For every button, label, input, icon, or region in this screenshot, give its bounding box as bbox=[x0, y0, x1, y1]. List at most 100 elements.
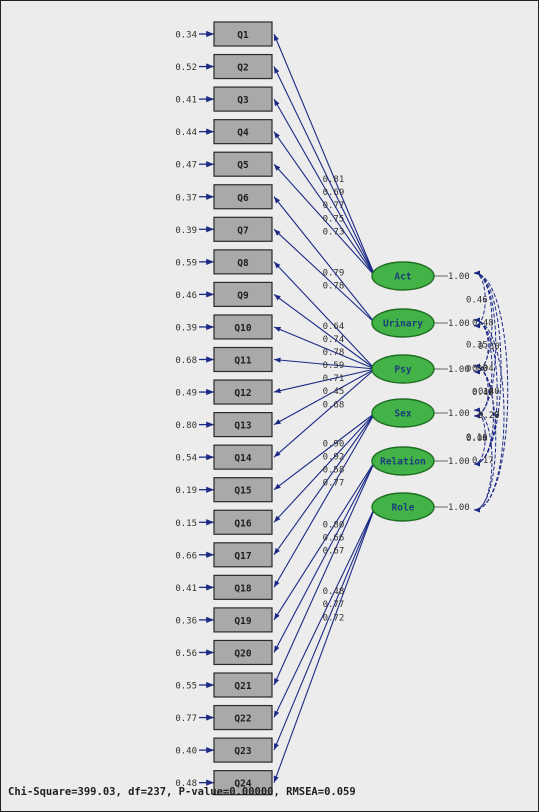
correlation-label: 0.08 bbox=[466, 434, 488, 444]
loading-label: 0.71 bbox=[323, 374, 345, 384]
item-label: Q2 bbox=[237, 63, 248, 74]
item-box bbox=[213, 737, 273, 763]
item-box bbox=[213, 477, 273, 503]
factor-ellipse bbox=[371, 446, 435, 476]
loading-path bbox=[273, 261, 376, 370]
loading-label: 0.45 bbox=[323, 387, 345, 397]
correlation-path bbox=[473, 317, 489, 375]
factor-label: Psy bbox=[394, 365, 411, 376]
correlation-path bbox=[473, 317, 498, 467]
error-variance-label: 0.15 bbox=[175, 519, 197, 529]
error-variance-label: 0.56 bbox=[175, 649, 197, 659]
error-variance-label: 0.54 bbox=[175, 454, 197, 464]
item-box bbox=[213, 509, 273, 535]
correlation-label: 0.20 bbox=[478, 411, 500, 421]
loading-path bbox=[273, 506, 376, 783]
error-variance-label: 0.36 bbox=[175, 616, 197, 626]
item-box bbox=[213, 184, 273, 210]
correlation-path bbox=[473, 317, 505, 513]
loading-path bbox=[273, 163, 376, 277]
loading-label: 0.72 bbox=[323, 613, 345, 623]
loading-label: 0.58 bbox=[323, 466, 345, 476]
error-variance-label: 0.48 bbox=[175, 779, 197, 789]
loading-label: 0.73 bbox=[323, 227, 345, 237]
error-variance-label: 0.49 bbox=[175, 389, 197, 399]
loading-path bbox=[273, 460, 376, 653]
item-box bbox=[213, 119, 273, 145]
error-variance-label: 0.68 bbox=[175, 356, 197, 366]
loading-path bbox=[273, 412, 376, 523]
correlation-path bbox=[473, 270, 509, 513]
loading-path bbox=[273, 326, 376, 370]
factor-label: Relation bbox=[380, 457, 426, 468]
error-variance-label: 0.41 bbox=[175, 584, 197, 594]
item-box bbox=[213, 444, 273, 470]
loading-label: 0.48 bbox=[323, 587, 345, 597]
item-label: Q9 bbox=[237, 290, 249, 301]
loading-label: 0.79 bbox=[323, 269, 345, 279]
correlation-label: 0.30 bbox=[478, 342, 500, 352]
correlation-path bbox=[473, 317, 493, 419]
error-variance-label: 0.66 bbox=[175, 551, 197, 561]
item-label: Q8 bbox=[237, 258, 249, 269]
item-label: Q19 bbox=[234, 616, 251, 627]
item-box bbox=[213, 86, 273, 112]
loading-label: 0.77 bbox=[323, 600, 345, 610]
loading-path bbox=[273, 412, 376, 556]
factor-ellipse bbox=[371, 398, 435, 428]
factor-ellipse bbox=[371, 261, 435, 291]
error-variance-label: 0.47 bbox=[175, 161, 197, 171]
item-box bbox=[213, 249, 273, 275]
loading-path bbox=[273, 357, 376, 370]
loading-label: 0.75 bbox=[323, 214, 345, 224]
error-variance-label: 0.55 bbox=[175, 682, 197, 692]
item-label: Q10 bbox=[234, 323, 251, 334]
correlation-label: 0.43 bbox=[472, 388, 494, 398]
loading-path bbox=[273, 460, 376, 686]
error-variance-label: 0.77 bbox=[175, 714, 197, 724]
error-variance-label: 0.39 bbox=[175, 226, 197, 236]
loading-path bbox=[273, 412, 376, 588]
item-box bbox=[213, 704, 273, 731]
error-variance-label: 0.37 bbox=[175, 193, 197, 203]
loading-label: 0.66 bbox=[323, 534, 345, 544]
loading-path bbox=[273, 412, 376, 491]
item-label: Q5 bbox=[237, 160, 249, 171]
correlation-label: 0.46 bbox=[466, 296, 488, 306]
correlation-label: 0.48 bbox=[472, 319, 494, 329]
item-box bbox=[213, 53, 273, 80]
error-variance-label: 0.40 bbox=[175, 747, 197, 757]
item-box bbox=[213, 21, 273, 47]
correlation-label: 0.27 bbox=[478, 411, 500, 421]
factor-variance-label: 1.00 bbox=[448, 272, 470, 282]
item-label: Q3 bbox=[237, 95, 249, 106]
item-label: Q4 bbox=[237, 128, 249, 139]
item-label: Q14 bbox=[234, 453, 251, 464]
item-label: Q21 bbox=[234, 681, 251, 692]
factor-label: Sex bbox=[394, 409, 411, 420]
loading-path bbox=[273, 460, 376, 621]
loading-label: 0.80 bbox=[323, 521, 345, 531]
loading-label: 0.81 bbox=[323, 175, 345, 185]
item-box bbox=[213, 412, 273, 438]
loading-path bbox=[273, 228, 376, 324]
item-box bbox=[213, 151, 273, 177]
loading-label: 0.78 bbox=[323, 282, 345, 292]
factor-variance-label: 1.00 bbox=[448, 457, 470, 467]
correlation-label: 0.04 bbox=[472, 364, 494, 374]
factor-variance-label: 1.00 bbox=[448, 503, 470, 513]
loading-label: 0.77 bbox=[323, 479, 345, 489]
correlation-label: 0.00 bbox=[466, 365, 488, 375]
error-variance-label: 0.46 bbox=[175, 291, 197, 301]
factor-variance-label: 1.00 bbox=[448, 409, 470, 419]
loading-path bbox=[273, 131, 376, 277]
factor-label: Act bbox=[394, 272, 411, 283]
item-box bbox=[213, 574, 273, 600]
fit-statistics: Chi-Square=399.03, df=237, P-value=0.000… bbox=[8, 786, 356, 798]
item-box bbox=[213, 672, 273, 698]
item-label: Q7 bbox=[237, 225, 248, 236]
item-label: Q23 bbox=[234, 746, 251, 757]
error-variance-label: 0.41 bbox=[175, 96, 197, 106]
loading-label: 0.68 bbox=[323, 400, 345, 410]
